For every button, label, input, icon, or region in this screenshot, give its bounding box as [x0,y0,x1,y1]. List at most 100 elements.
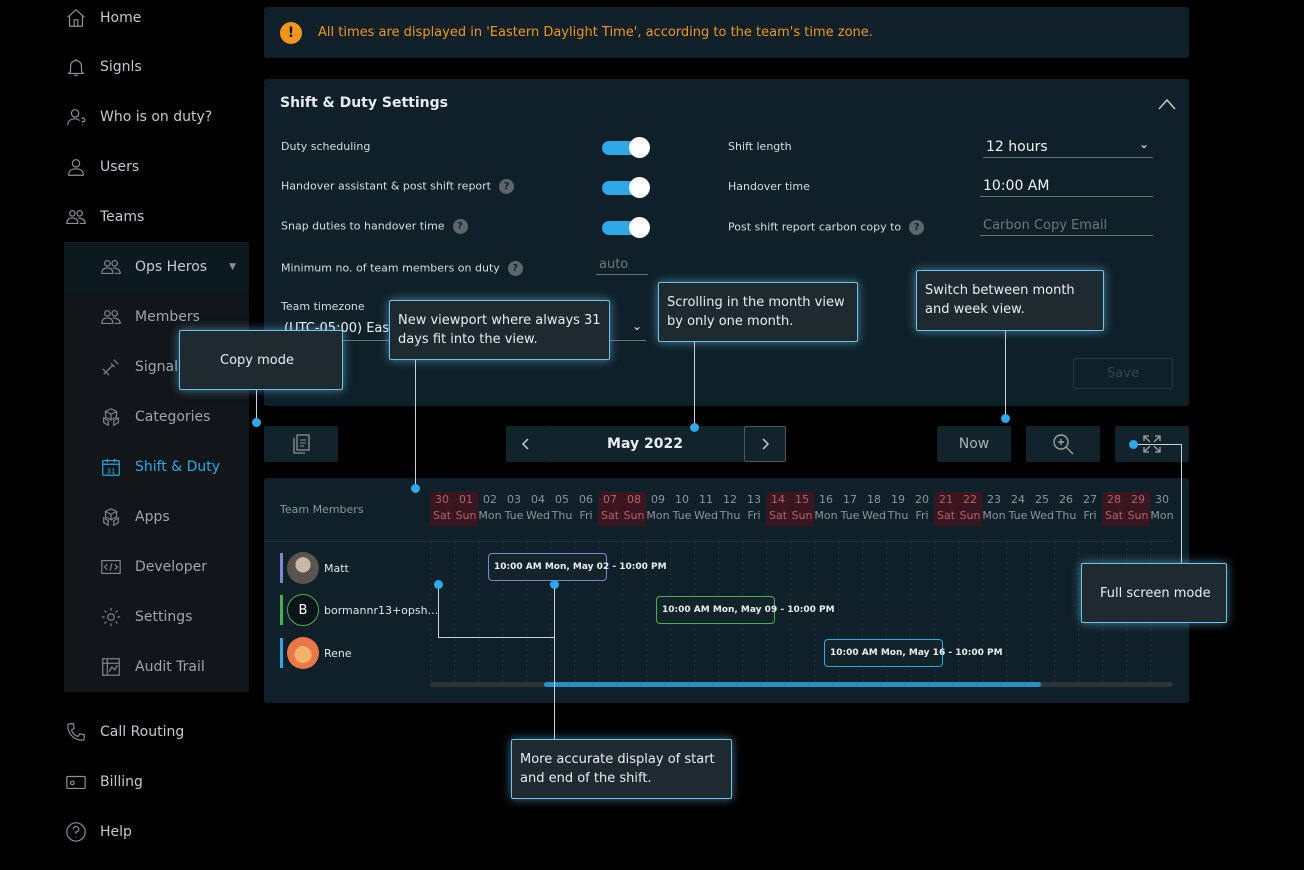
avatar: B [287,594,319,626]
weekday: Tue [672,509,692,522]
sidebar-item-billing[interactable]: Billing [64,764,143,800]
member-row-rene[interactable]: Rene [280,637,352,669]
day-number: 25 [1035,493,1049,506]
shift-text: 10:00 AM Mon, May 09 - 10:00 PM [662,605,835,615]
day-number: 16 [819,493,833,506]
day-number: 13 [747,493,761,506]
snap-duties-label: Snap duties to handover time [281,219,445,233]
shift-block[interactable]: 10:00 AM Mon, May 09 - 10:00 PM [656,596,835,624]
sidebar-item-shift-duty[interactable]: 31 Shift & Duty [98,449,220,485]
day-grid-line [574,542,575,682]
sidebar-item-label: Shift & Duty [135,459,221,475]
sidebar-item-signls[interactable]: Signls [64,49,142,85]
day-number: 11 [699,493,713,506]
sidebar-item-developer[interactable]: Developer [98,549,207,585]
toggle-knob [629,177,650,198]
copy-mode-button[interactable] [264,426,338,462]
sidebar-item-apps[interactable]: Apps [98,499,170,535]
shift-block[interactable]: 10:00 AM Mon, May 16 - 10:00 PM [824,639,1003,667]
day-number: 09 [651,493,665,506]
snap-duties-row: Snap duties to handover time? [281,219,468,234]
prev-month-button[interactable] [506,426,546,462]
callout-accurate-display: More accurate display of start and end o… [511,739,732,799]
weekday: Fri [1083,509,1097,522]
expand-icon [1143,435,1161,453]
help-icon[interactable]: ? [909,220,925,235]
help-icon[interactable]: ? [499,179,514,194]
day-number: 26 [1059,493,1073,506]
sidebar-item-members[interactable]: Members [98,299,200,335]
save-button[interactable]: Save [1073,358,1173,389]
sidebar-item-help[interactable]: Help [64,814,132,850]
weekday: Wed [1030,509,1054,522]
sidebar-item-who-on-duty[interactable]: Who is on duty? [64,99,212,135]
snap-duties-toggle[interactable] [602,217,650,238]
day-grid-line [526,542,527,682]
carbon-copy-label: Post shift report carbon copy to [728,220,902,234]
day-number: 10 [675,493,689,506]
help-icon[interactable]: ? [452,219,468,234]
callout-scrolling: Scrolling in the month view by only one … [658,282,858,342]
day-number: 12 [723,493,737,506]
min-members-input[interactable]: auto [596,255,648,275]
team-icon [98,254,124,280]
day-number: 04 [531,493,545,506]
team-selector[interactable] [64,242,249,292]
shift-text: 10:00 AM Mon, May 16 - 10:00 PM [830,648,1003,658]
member-row-matt[interactable]: Matt [280,552,349,584]
calendar-icon-day: 31 [106,466,115,475]
collapse-icon[interactable] [1157,97,1177,111]
zoom-button[interactable] [1026,426,1100,462]
next-month-button[interactable] [744,426,786,462]
code-icon [98,554,124,580]
callout-switch-view: Switch between month and week view. [916,270,1104,331]
day-grid-line [598,542,599,682]
day-number: 30 [435,493,449,506]
sidebar-item-teams[interactable]: Teams [64,199,144,235]
day-grid-line [958,542,959,682]
sidebar-item-label: Users [100,159,140,175]
handover-assistant-toggle[interactable] [602,177,650,198]
sidebar-item-label: Signls [100,59,142,75]
weekday: Tue [840,509,860,522]
day-grid-line [430,542,431,682]
help-icon[interactable]: ? [507,261,523,276]
shift-block[interactable]: 10:00 AM Mon, May 02 - 10:00 PM [488,553,667,581]
duty-scheduling-label: Duty scheduling [281,140,371,153]
team-selector-ops-heros[interactable]: Ops Heros ▼ [98,249,236,285]
callout-dot [550,580,559,589]
handover-time-input[interactable]: 10:00 AM [980,176,1153,197]
team-timezone-label: Team timezone [281,300,365,313]
callout-dot [252,418,261,427]
day-number: 22 [963,493,977,506]
sidebar-item-call-routing[interactable]: Call Routing [64,714,184,750]
carbon-copy-input[interactable]: Carbon Copy Email [980,216,1153,236]
sidebar-item-users[interactable]: Users [64,149,139,185]
sidebar-item-settings[interactable]: Settings [98,599,192,635]
duty-scheduling-toggle[interactable] [602,137,650,158]
callout-dot [690,423,699,432]
scrollbar-thumb[interactable] [543,682,1042,687]
day-number: 23 [987,493,1001,506]
timezone-banner: ! All times are displayed in 'Eastern Da… [264,7,1189,58]
sidebar-item-audit-trail[interactable]: Audit Trail [98,649,205,685]
weekday: Sun [455,509,477,522]
callout-leader [438,584,439,638]
shift-length-select[interactable]: 12 hours ⌄ [983,137,1153,158]
sidebar-item-label: Categories [135,409,211,425]
audit-icon [98,654,124,680]
sidebar-item-label: Members [135,309,200,325]
sidebar-item-home[interactable]: Home [64,0,141,36]
member-row-bormannr13[interactable]: B bormannr13+opsh... [280,594,438,626]
sidebar-item-categories[interactable]: Categories [98,399,210,435]
now-button[interactable]: Now [937,426,1011,462]
current-month: May 2022 [546,426,744,462]
